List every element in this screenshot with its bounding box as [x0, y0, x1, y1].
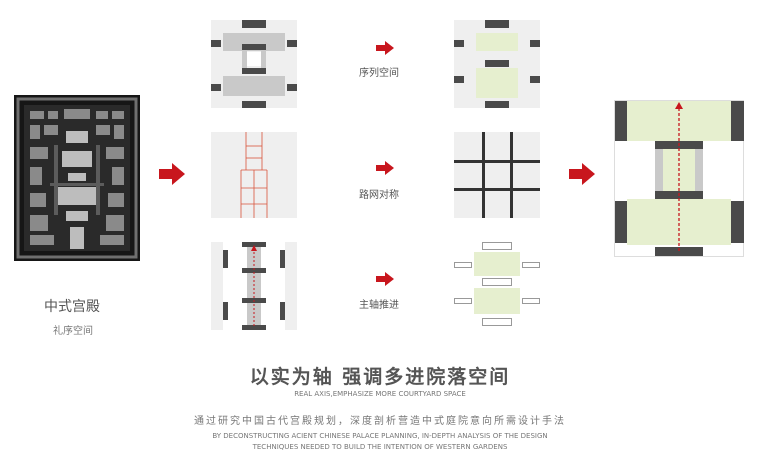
description-chinese: 通过研究中国古代宫殿规划，深度剖析营造中式庭院意向所需设计手法: [194, 416, 566, 427]
sequence-diagram-right: [454, 20, 540, 108]
row-label-sequence: 序列空间: [359, 68, 399, 79]
arrow-right-icon: [569, 163, 595, 185]
arrow-right-icon: [159, 163, 185, 185]
sequence-diagram-left: [211, 20, 297, 108]
headline-english: REAL AXIS,EMPHASIZE MORE COURTYARD SPACE: [294, 390, 466, 398]
final-courtyard-diagram: [614, 100, 744, 257]
main-axis-diagram-right: [454, 242, 540, 330]
road-network-diagram-left: [211, 132, 297, 218]
palace-aerial-image: [14, 95, 140, 261]
arrow-right-icon: [376, 272, 394, 286]
row-label-main-axis: 主轴推进: [359, 300, 399, 311]
description-english-line2: TECHNIQUES NEEDED TO BUILD THE INTENTION…: [252, 443, 508, 451]
main-axis-diagram-left: [211, 242, 297, 330]
headline: 以实为轴 强调多进院落空间: [249, 366, 511, 388]
description-english-line1: BY DECONSTRUCTING ACIENT CHINESE PALACE …: [212, 432, 548, 440]
palace-title: 中式宫殿: [44, 299, 100, 315]
palace-subtitle: 礼序空间: [53, 326, 93, 337]
arrow-right-icon: [376, 161, 394, 175]
road-network-diagram-right: [454, 132, 540, 218]
arrow-right-icon: [376, 41, 394, 55]
row-label-road-network: 路网对称: [359, 190, 399, 201]
